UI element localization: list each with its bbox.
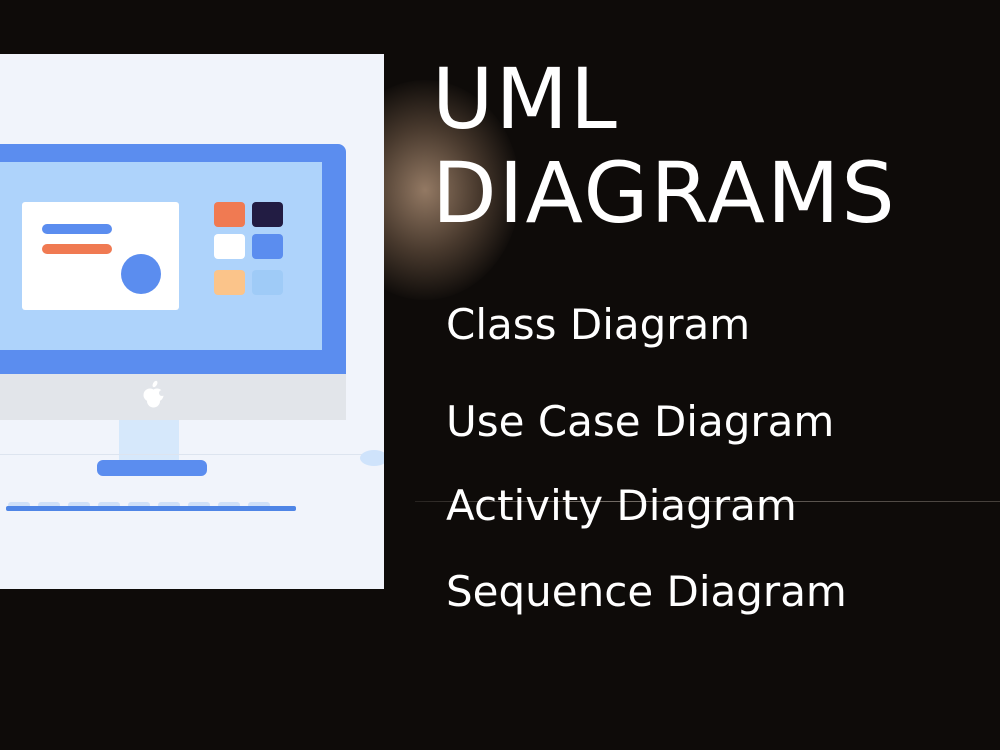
screen-card [22,202,179,310]
list-item-use-case-diagram: Use Case Diagram [446,397,835,446]
list-item-activity-diagram: Activity Diagram [446,481,797,530]
card-circle [121,254,161,294]
title-line-2: DIAGRAMS [432,144,897,242]
monitor-chin [0,372,346,420]
monitor-base [97,460,207,476]
list-item-class-diagram: Class Diagram [446,300,751,349]
monitor-stand [119,420,179,460]
title-line-1: UML [432,50,619,148]
page-title: UML DIAGRAMS [432,52,897,240]
list-item-sequence-diagram: Sequence Diagram [446,567,847,616]
computer-illustration [0,54,384,589]
divider-line [415,501,1000,502]
desktop-computer-icon [0,144,384,511]
keyboard [6,502,296,511]
apple-logo-icon [143,380,165,408]
